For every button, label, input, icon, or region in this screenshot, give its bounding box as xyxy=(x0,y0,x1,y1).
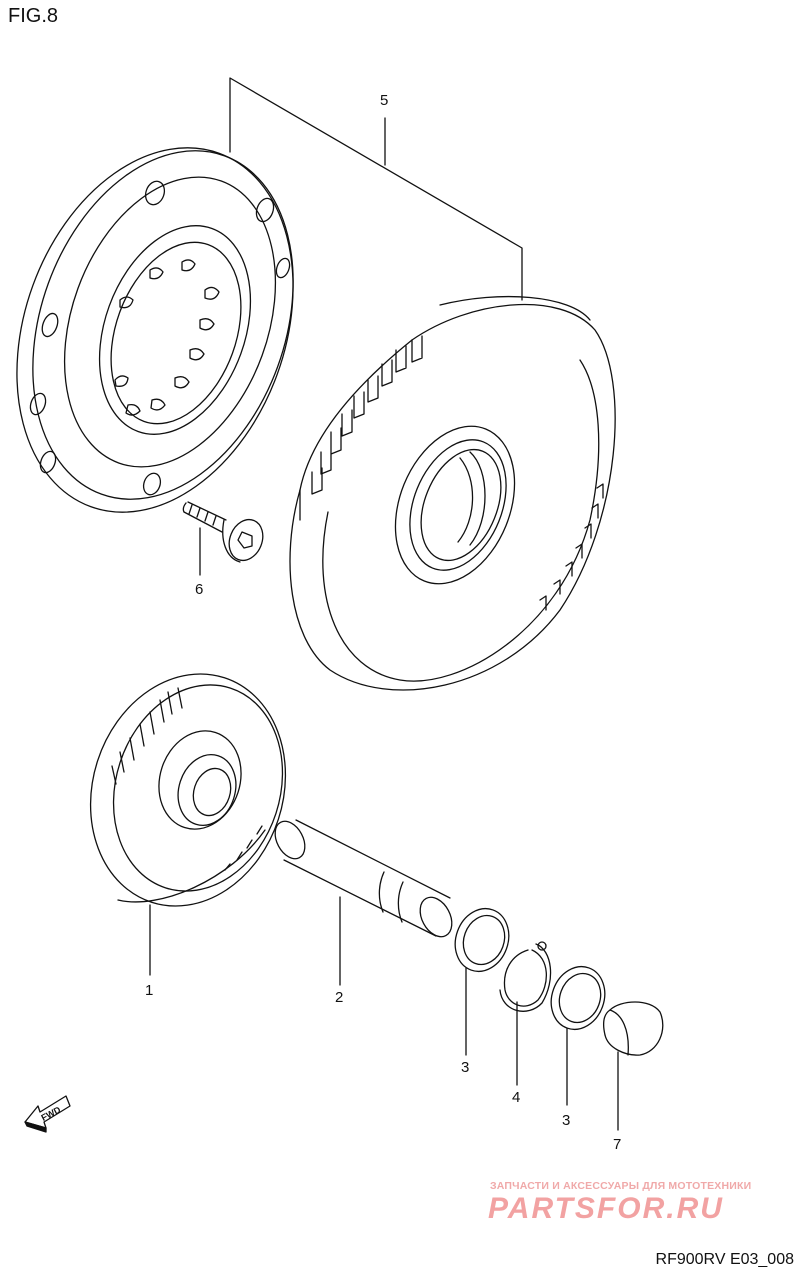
callout-4: 4 xyxy=(512,1089,521,1106)
drawing-code: RF900RV E03_008 xyxy=(655,1251,794,1268)
callout-3b: 3 xyxy=(562,1112,571,1129)
callout-3a: 3 xyxy=(461,1059,470,1076)
part-3-washer-b xyxy=(543,959,614,1105)
part-7-bushing xyxy=(604,1002,663,1130)
part-1-idle-gear xyxy=(61,648,315,975)
watermark-logo: PARTSFOR.RU xyxy=(488,1192,724,1225)
part-3-washer-a xyxy=(447,901,518,1055)
watermark-tagline: ЗАПЧАСТИ И АКСЕССУАРЫ ДЛЯ МОТОТЕХНИКИ xyxy=(490,1180,752,1192)
callout-5: 5 xyxy=(380,92,389,109)
figure-title: FIG.8 xyxy=(8,5,59,27)
part-5-starter-driven-gear xyxy=(290,297,615,690)
part-6-bolt xyxy=(183,502,268,575)
callout-7: 7 xyxy=(613,1136,622,1153)
callout-6: 6 xyxy=(195,581,204,598)
part-5-clutch-housing xyxy=(0,109,341,551)
part-4-circlip xyxy=(500,942,551,1085)
part-2-shaft xyxy=(269,816,458,985)
callout-2: 2 xyxy=(335,989,344,1006)
callout-bracket-5 xyxy=(230,78,522,300)
fwd-arrow-icon: FWD xyxy=(25,1096,70,1132)
callout-1: 1 xyxy=(145,982,154,999)
